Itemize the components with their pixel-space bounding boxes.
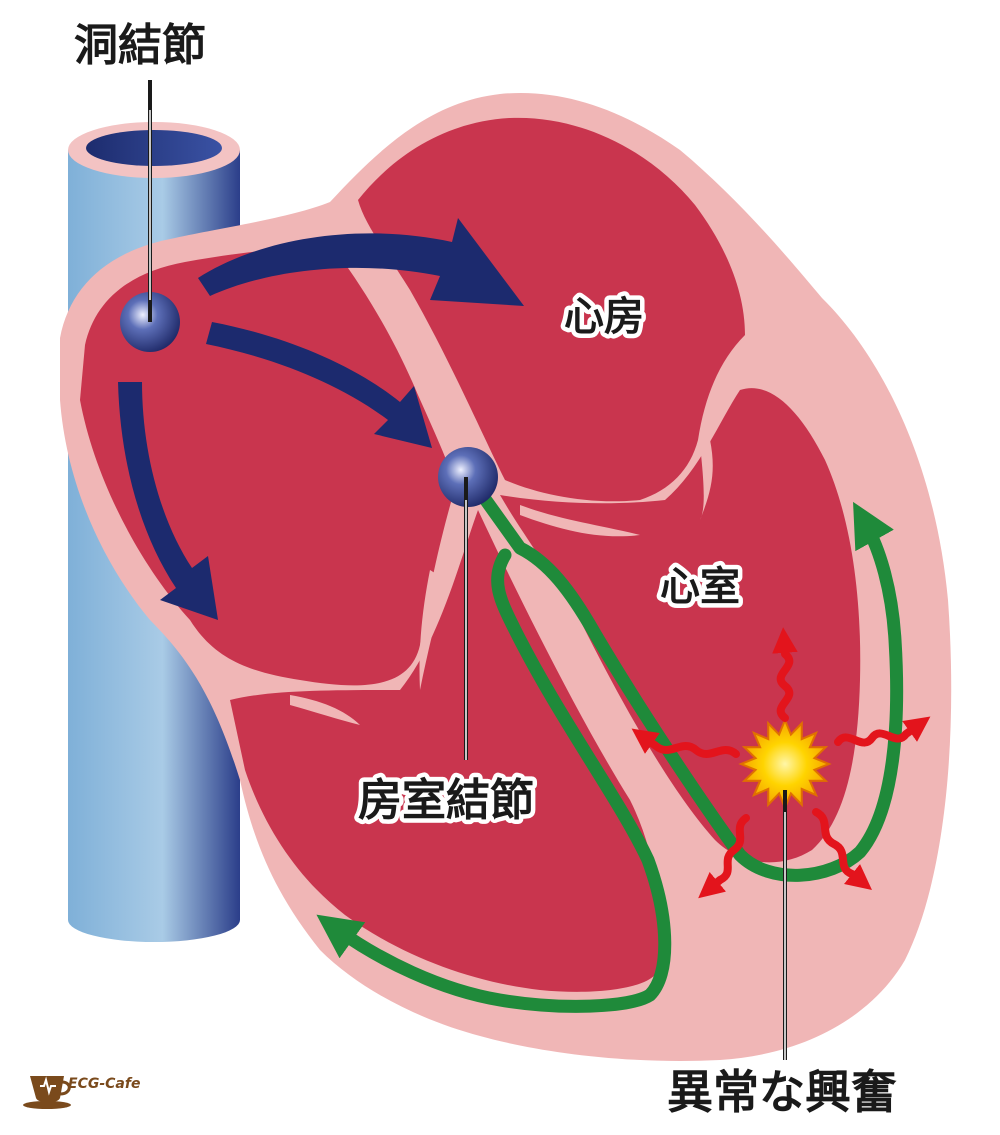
abnormal-excitation-burst <box>631 627 931 899</box>
excitation-wave-arrows <box>631 627 931 899</box>
ecg-cafe-logo: ECG-Cafe <box>23 1076 140 1109</box>
arrow-to-av-node <box>206 322 432 448</box>
leader-lines-outline <box>149 110 786 1060</box>
logo-text: ECG-Cafe <box>68 1076 140 1092</box>
ventricle-label: 心室 <box>660 564 740 610</box>
arrow-to-atrium <box>198 218 524 306</box>
atrial-conduction-arrows <box>118 218 524 620</box>
arrow-down-right-atrium <box>118 382 218 620</box>
left-atrium-chamber <box>358 117 745 502</box>
right-bundle-branch <box>316 548 672 1013</box>
atrium-label: 心房 <box>564 294 644 340</box>
atrioventricular-node-label: 房室結節 <box>358 775 534 826</box>
sinoatrial-node-label: 洞結節 <box>74 20 206 71</box>
coffee-cup-icon <box>30 1076 64 1103</box>
valve-leaflets <box>290 440 713 725</box>
right-ventricle-chamber <box>230 510 660 992</box>
abnormal-excitation-label: 異常な興奮 <box>667 1065 897 1119</box>
